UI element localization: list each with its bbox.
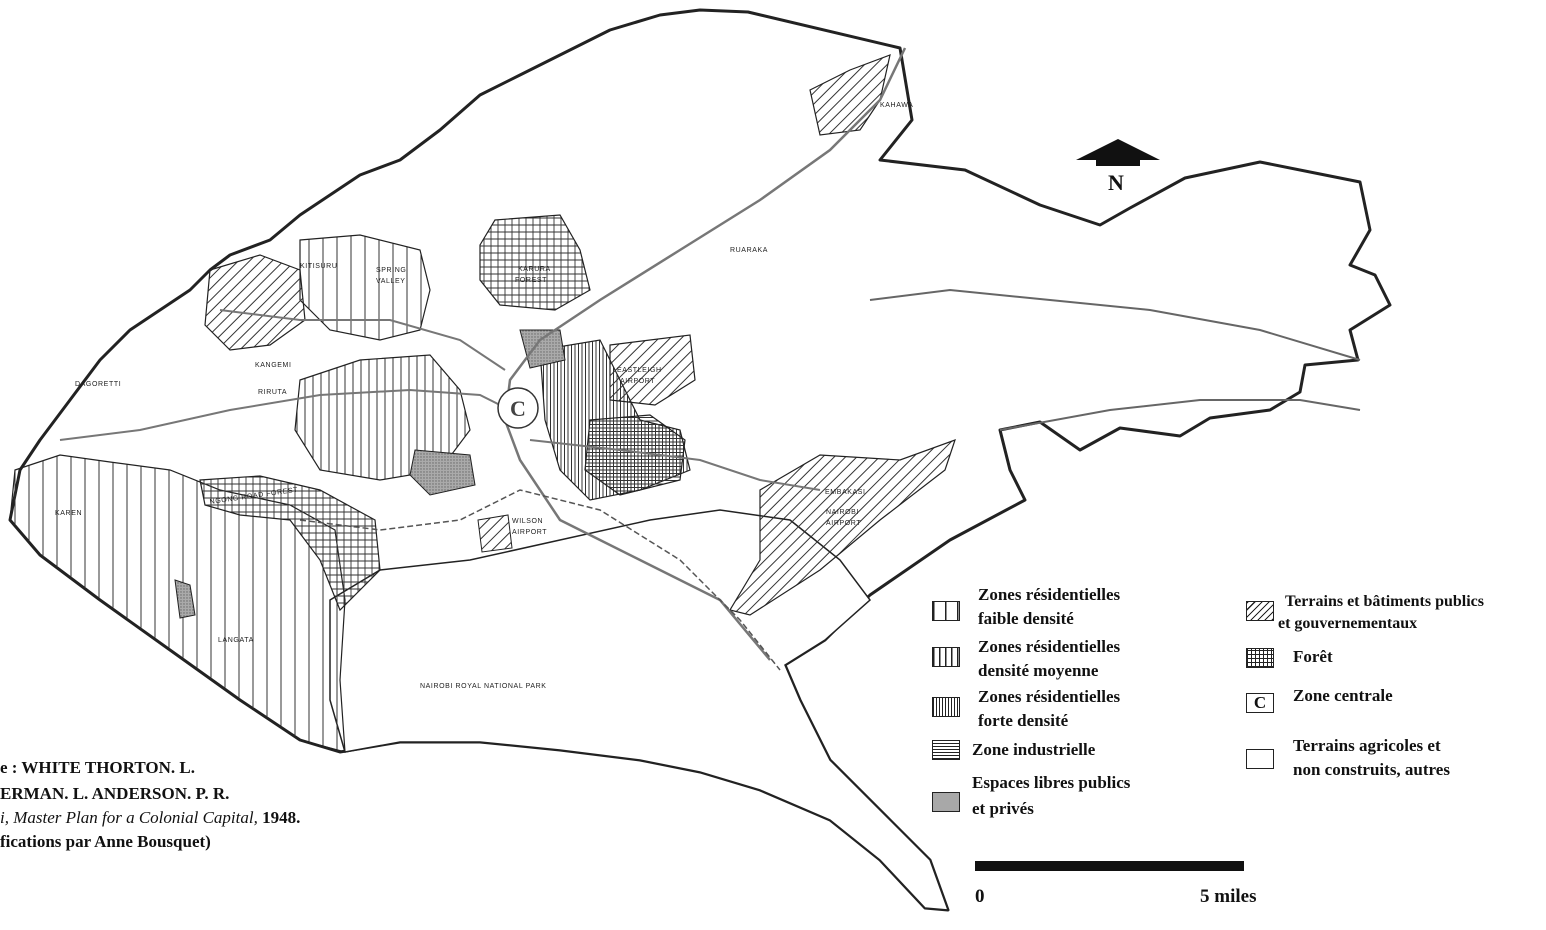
central-zone-circle [497,387,539,429]
legend-label-high-density-1: Zones résidentielles [978,687,1121,706]
place-eastleigh-airport: AIRPORT [620,378,655,385]
industrial-zone [584,414,686,496]
legend-swatch-medium-density [932,647,960,667]
place-eastleigh: EASTLEIGH [617,367,662,374]
place-kahawa: KAHAWA [880,102,913,109]
legend-label-open-space-2: et privés [972,799,1034,818]
source-year: 1948. [257,808,301,827]
place-valley: VALLEY [376,278,406,285]
legend-swatch-agricultural [1246,749,1274,769]
legend-label-medium-density-2: densité moyenne [978,661,1099,680]
karura-forest-zone [479,214,591,311]
open-space-zone-3 [174,579,196,619]
eastleigh-airport-zone [609,334,696,406]
legend-label-central: Zone centrale [1293,686,1393,705]
eastern-boundary-line [869,288,1361,361]
railway-line [299,489,781,671]
legend-label-industrial: Zone industrielle [972,740,1096,759]
central-zone-label: C [510,396,526,421]
place-kitisuru: KITISURU [300,263,337,270]
legend-label-agricultural-1: Terrains agricoles et [1293,736,1441,755]
national-park-zone [329,509,950,911]
place-national-park: NAIROBI ROYAL NATIONAL PARK [420,683,547,690]
place-wilson: WILSON [512,518,543,525]
place-embakasi: EMBAKASI [825,489,866,496]
legend-swatch-low-density [932,601,960,621]
source-line-4: fications par Anne Bousquet) [0,832,211,851]
legend-swatch-industrial [932,740,960,760]
legend-label-low-density-2: faible densité [978,609,1074,628]
scale-start-label: 0 [975,886,985,907]
legend-label-medium-density-1: Zones résidentielles [978,637,1121,656]
source-title: i, Master Plan for a Colonial Capital, [0,808,258,827]
legend-swatch-forest [1246,648,1274,668]
place-nairobi-airport: NAIROBI [826,509,859,516]
legend-swatch-high-density [932,697,960,717]
place-riruta: RIRUTA [258,389,287,396]
legend-label-forest: Forêt [1293,647,1333,666]
legend-swatch-central: C [1246,693,1274,713]
place-langata: LANGATA [218,637,254,644]
kitisuru-low-density-zone [299,234,431,341]
main-road-northwest [219,309,506,371]
source-line-3: i, Master Plan for a Colonial Capital, 1… [0,806,300,829]
scale-bar [975,861,1244,871]
place-dagoretti: DAGORETTI [75,381,121,388]
place-karura-forest: FOREST [515,277,547,284]
main-road-west [59,388,511,441]
legend-label-open-space-1: Espaces libres publics [972,773,1131,792]
place-karen: KAREN [55,510,82,517]
north-label: N [1108,170,1124,195]
open-space-zone-2 [519,329,566,369]
legend-label-public-land-2: et gouvernementaux [1278,615,1418,632]
place-spring: SPRING [376,267,406,274]
legend-label-agricultural-2: non construits, autres [1293,760,1450,779]
main-road-north [503,47,907,661]
central-medium-density-zone [294,354,471,481]
place-wilson-airport: AIRPORT [512,529,547,536]
eastern-boundary-line-2 [999,399,1361,431]
open-space-zone-1 [409,449,476,496]
legend-label-public-land-1: Terrains et bâtiments publics [1285,593,1484,610]
legend-label-low-density-1: Zones résidentielles [978,585,1121,604]
legend-swatch-public-land [1246,601,1274,621]
legend-swatch-open-space [932,792,960,812]
source-line-1: e : WHITE THORTON. L. [0,758,195,777]
main-road-east [529,439,821,491]
source-line-2: ERMAN. L. ANDERSON. P. R. [0,784,230,803]
place-karura: KARURA [518,266,551,273]
wilson-airport-zone [477,514,513,553]
place-kangemi: KANGEMI [255,362,291,369]
scale-end-label: 5 miles [1200,886,1257,907]
legend-label-high-density-2: forte densité [978,711,1069,730]
ngong-road-forest-zone [199,475,381,612]
northwest-public-land-zone [204,254,306,351]
place-ruaraka: RUARAKA [730,247,768,254]
place-nairobi-airport-2: AIRPORT [826,520,861,527]
langata-low-density-zone [9,454,346,753]
north-arrow-icon [1076,139,1160,166]
